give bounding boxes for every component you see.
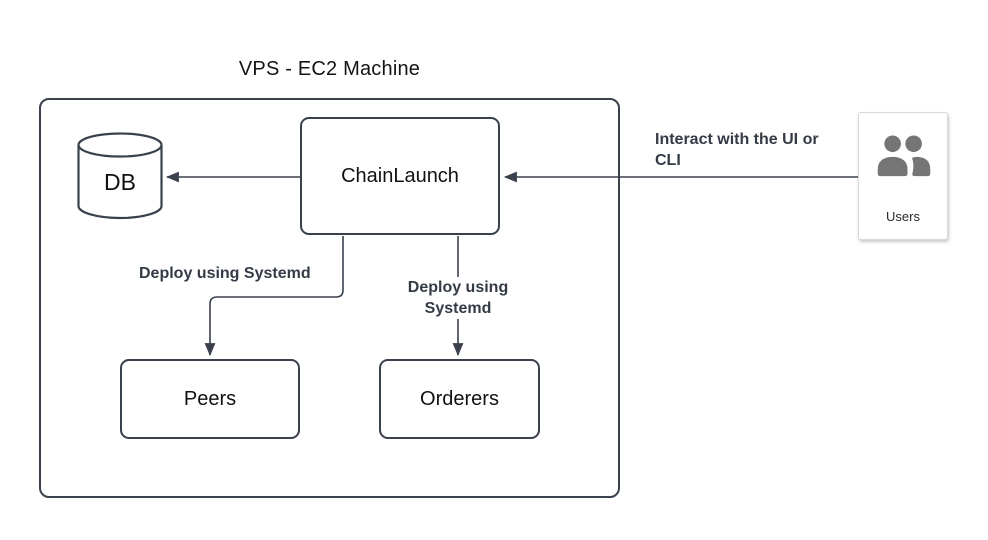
db-cylinder-icon <box>77 132 163 220</box>
vps-container-box <box>39 98 620 498</box>
node-db-label: DB <box>104 169 136 195</box>
edge-label-interact: Interact with the UI or CLI <box>655 131 819 169</box>
people-icon <box>877 135 931 177</box>
node-users-label: Users <box>886 209 920 224</box>
node-orderers-label: Orderers <box>420 387 499 410</box>
node-peers: Peers <box>120 359 300 439</box>
diagram-title: VPS - EC2 Machine <box>238 58 421 80</box>
edge-label-deploy-orderers: Deploy using Systemd <box>396 277 520 319</box>
node-chainlaunch-label: ChainLaunch <box>341 164 459 187</box>
node-peers-label: Peers <box>183 387 237 410</box>
node-users-card: Users <box>858 112 948 240</box>
node-orderers: Orderers <box>379 359 540 439</box>
edge-label-deploy-peers: Deploy using Systemd <box>139 265 311 282</box>
node-chainlaunch: ChainLaunch <box>300 117 500 235</box>
